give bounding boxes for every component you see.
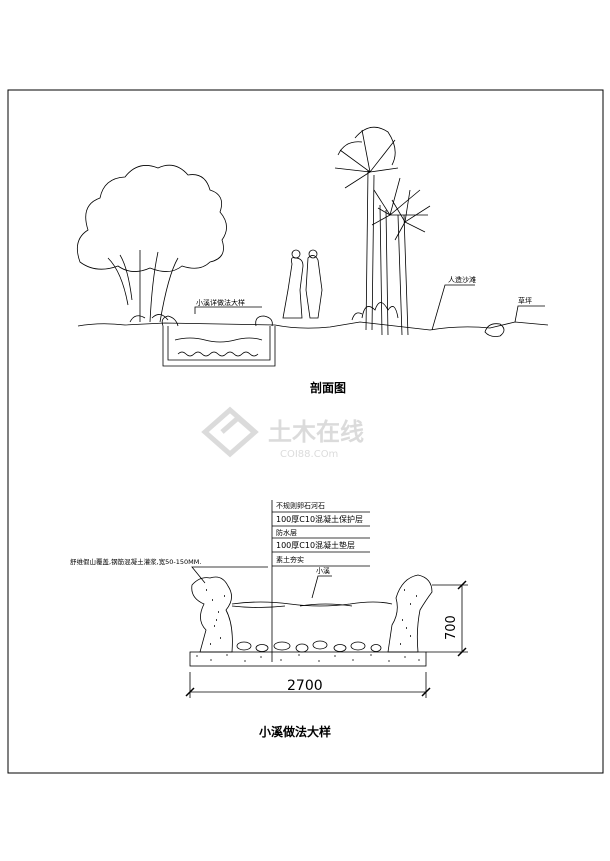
watermark-main: 土木在线 <box>268 418 364 446</box>
broadleaf-tree <box>76 164 227 323</box>
layer-label-5: 素土夯实 <box>276 555 304 564</box>
layer-callout-lines <box>272 511 370 567</box>
concrete-slab <box>189 651 427 667</box>
people-figures <box>282 249 323 319</box>
layer-label-1: 不规则卵石河石 <box>276 501 325 510</box>
right-rockery <box>387 574 433 653</box>
height-ticks <box>457 580 467 657</box>
sand-leader <box>431 284 475 331</box>
layer-label-2: 100厚C10混凝土保护层 <box>276 514 363 524</box>
shrub-small <box>351 312 363 321</box>
slab-hatch <box>196 654 420 662</box>
watermark-sub: COI88.COm <box>280 449 338 460</box>
water-line-2 <box>231 603 353 608</box>
layer-label-3: 防水层 <box>276 528 297 537</box>
water-line <box>231 601 393 607</box>
boulder <box>484 323 505 337</box>
width-ticks <box>185 687 431 697</box>
height-dimension-text: 700 <box>444 615 459 640</box>
stream-detail-label: 小溪详做法大样 <box>196 298 245 307</box>
stream-label: 小溪 <box>316 566 330 575</box>
left-rockery <box>191 576 233 653</box>
rockery-note-leader <box>191 566 268 584</box>
stream-detail-leader <box>194 306 262 314</box>
lawn-leader <box>514 305 545 323</box>
section-title: 剖面图 <box>310 380 346 395</box>
ground-line <box>77 321 549 331</box>
pebbles <box>236 640 382 653</box>
right-rockery-texture <box>400 589 417 645</box>
detail-title: 小溪做法大样 <box>259 724 331 739</box>
sand-path-label: 人造沙滩 <box>448 275 476 284</box>
shrub <box>361 302 399 319</box>
width-extension-lines <box>189 672 427 698</box>
width-dimension-text: 2700 <box>287 678 323 694</box>
stream-detail-drawing <box>185 500 468 698</box>
stream-leader <box>311 575 332 599</box>
section-drawing <box>76 126 549 367</box>
layer-label-4: 100厚C10混凝土垫层 <box>276 540 355 550</box>
palm-trees <box>334 126 431 336</box>
sheet-border <box>7 89 604 774</box>
rockery-note: 舒维假山覆盖,钢筋混凝土灌浆,宽50-150MM. <box>70 557 201 566</box>
stream-pit-section <box>161 315 276 367</box>
watermark: 土木在线 COI88.COm <box>201 406 364 460</box>
left-rockery-texture <box>206 589 225 645</box>
watermark-logo <box>201 406 259 458</box>
lawn-label: 草坪 <box>518 296 532 305</box>
